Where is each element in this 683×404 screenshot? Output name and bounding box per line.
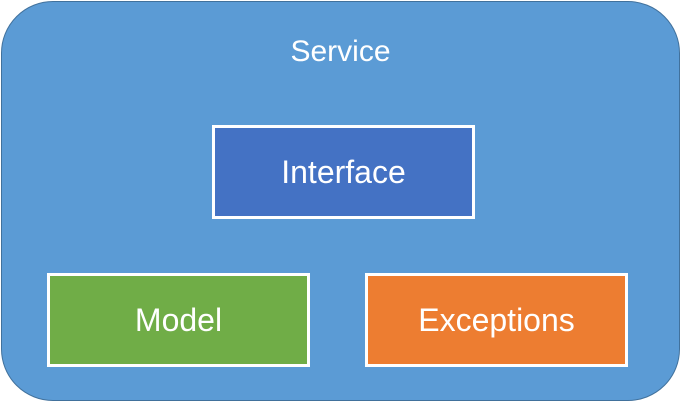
service-title: Service bbox=[290, 35, 391, 68]
interface-box: Interface bbox=[212, 125, 475, 219]
model-box: Model bbox=[47, 273, 310, 367]
exceptions-label: Exceptions bbox=[418, 302, 575, 338]
model-label: Model bbox=[134, 302, 223, 338]
exceptions-box: Exceptions bbox=[365, 273, 628, 367]
interface-label: Interface bbox=[281, 154, 406, 190]
